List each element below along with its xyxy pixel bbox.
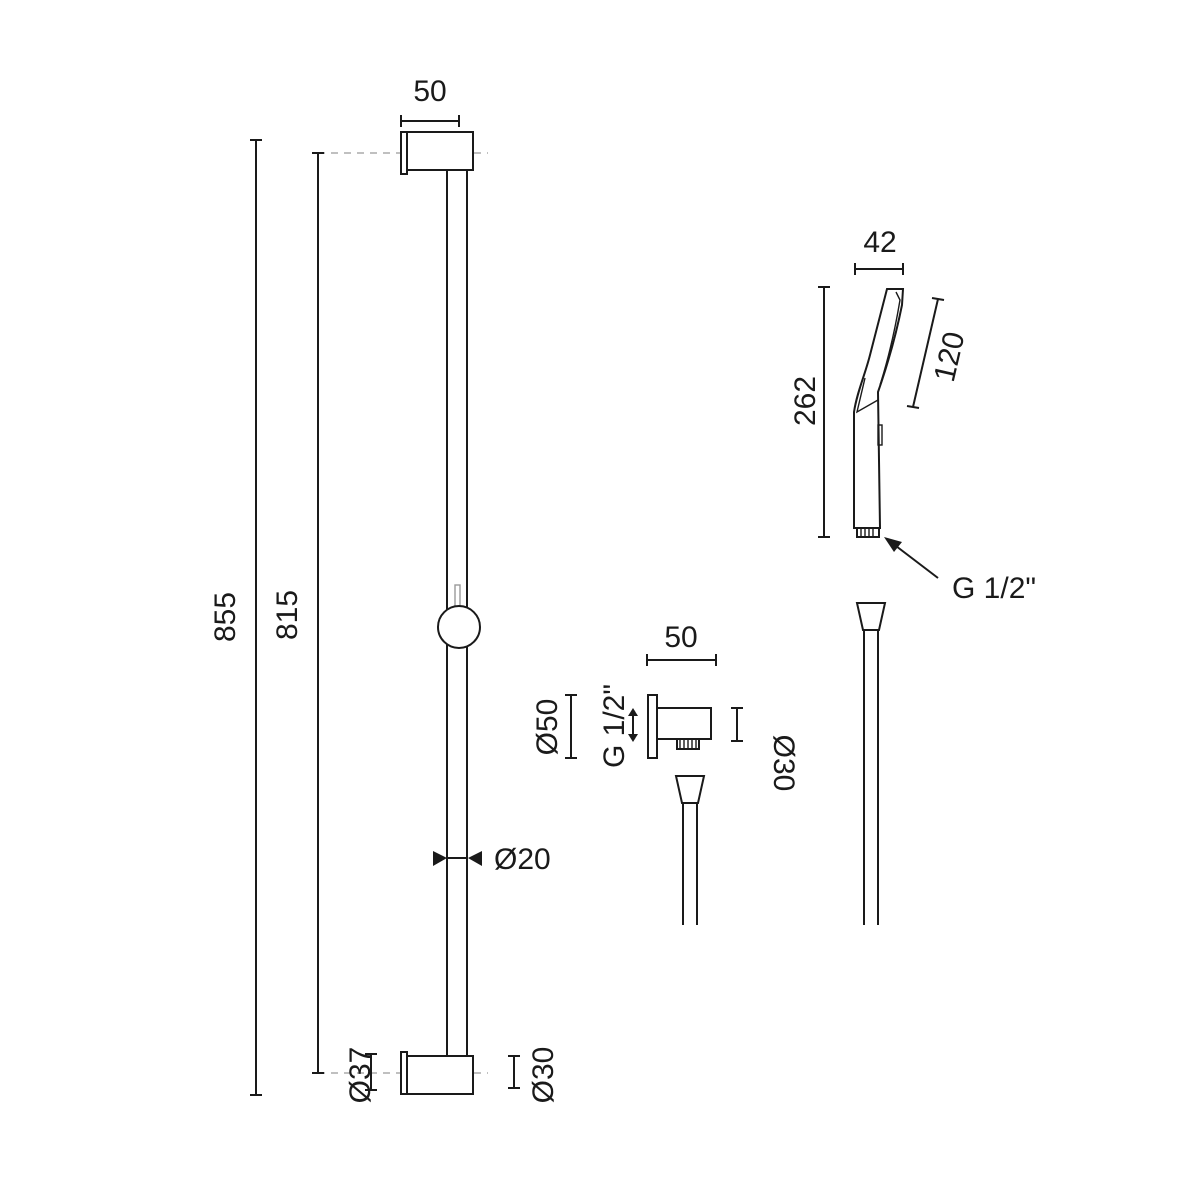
dim-outlet-g-label: G 1/2"	[598, 684, 631, 768]
dim-head-g-arrowhead	[884, 537, 902, 552]
hand-shower-button	[877, 424, 883, 446]
dim-head-42-label: 42	[863, 226, 896, 259]
hand-shower: 42 262 120 G 1/2"	[789, 226, 1036, 925]
slider-knob	[437, 605, 481, 649]
dim-d20-arrow-right	[468, 851, 482, 866]
dim-outlet-d50-label: Ø50	[531, 699, 564, 756]
dim-head-120-tick-bottom	[906, 405, 920, 409]
wall-outlet-body	[656, 707, 712, 740]
dim-outlet-g-arrow-top	[628, 708, 638, 716]
dim-d30-bracket-label: Ø30	[527, 1047, 560, 1104]
shower-rail: 855 815 50 Ø37 Ø30 Ø20	[209, 75, 560, 1103]
dim-d37-label: Ø37	[344, 1047, 377, 1104]
dim-top-50-label: 50	[413, 75, 446, 108]
dim-d20-label: Ø20	[494, 843, 551, 876]
hand-shower-thread	[856, 527, 880, 538]
dim-d20-arrow-left	[433, 851, 447, 866]
dim-head-g-leader	[895, 545, 939, 579]
hand-shower-bevel	[855, 377, 879, 414]
dim-815-label: 815	[271, 590, 304, 640]
top-bracket-body	[406, 131, 474, 171]
dim-head-120-label: 120	[928, 329, 971, 385]
hand-shower-face-line	[879, 291, 901, 386]
hand-shower-hose-cone	[855, 602, 887, 631]
wall-outlet: 50 Ø50 G 1/2" Ø30	[531, 621, 800, 925]
dim-head-262-label: 262	[789, 376, 822, 426]
dim-outlet-g-arrow-bottom	[628, 734, 638, 742]
bottom-bracket-body	[406, 1055, 474, 1095]
dim-outlet-50-label: 50	[664, 621, 697, 654]
dim-head-120-tick-top	[931, 297, 945, 301]
dim-outlet-d30-label: Ø30	[767, 735, 800, 792]
wall-outlet-hose-cone	[674, 775, 706, 804]
dim-head-g-label: G 1/2"	[952, 572, 1036, 605]
dim-855-label: 855	[209, 592, 242, 642]
wall-outlet-flange	[647, 694, 658, 759]
dim-head-120-line	[912, 298, 939, 408]
